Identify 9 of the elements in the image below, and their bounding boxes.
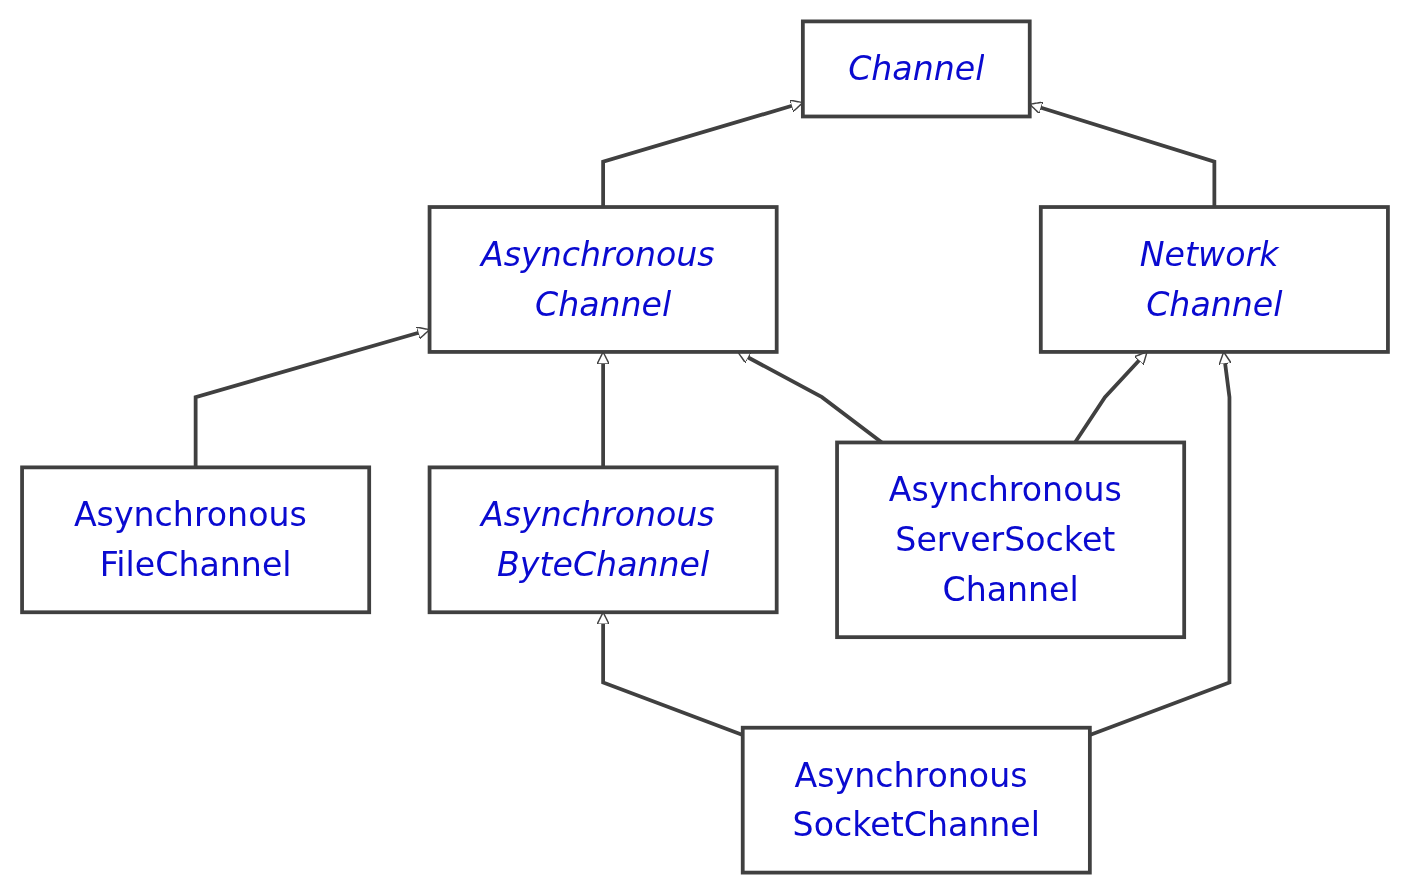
- node-box: Asynchronous ServerSocket Channel: [835, 440, 1187, 640]
- node-box: Asynchronous FileChannel: [20, 465, 372, 615]
- node-box: Channel: [800, 19, 1032, 119]
- node-box: Network Channel: [1038, 205, 1390, 354]
- node-box: Asynchronous ByteChannel: [427, 465, 779, 615]
- node-box: Asynchronous SocketChannel: [740, 725, 1092, 875]
- node-box: Asynchronous Channel: [427, 205, 779, 354]
- arrow: [1089, 351, 1232, 737]
- arrow: [596, 351, 610, 468]
